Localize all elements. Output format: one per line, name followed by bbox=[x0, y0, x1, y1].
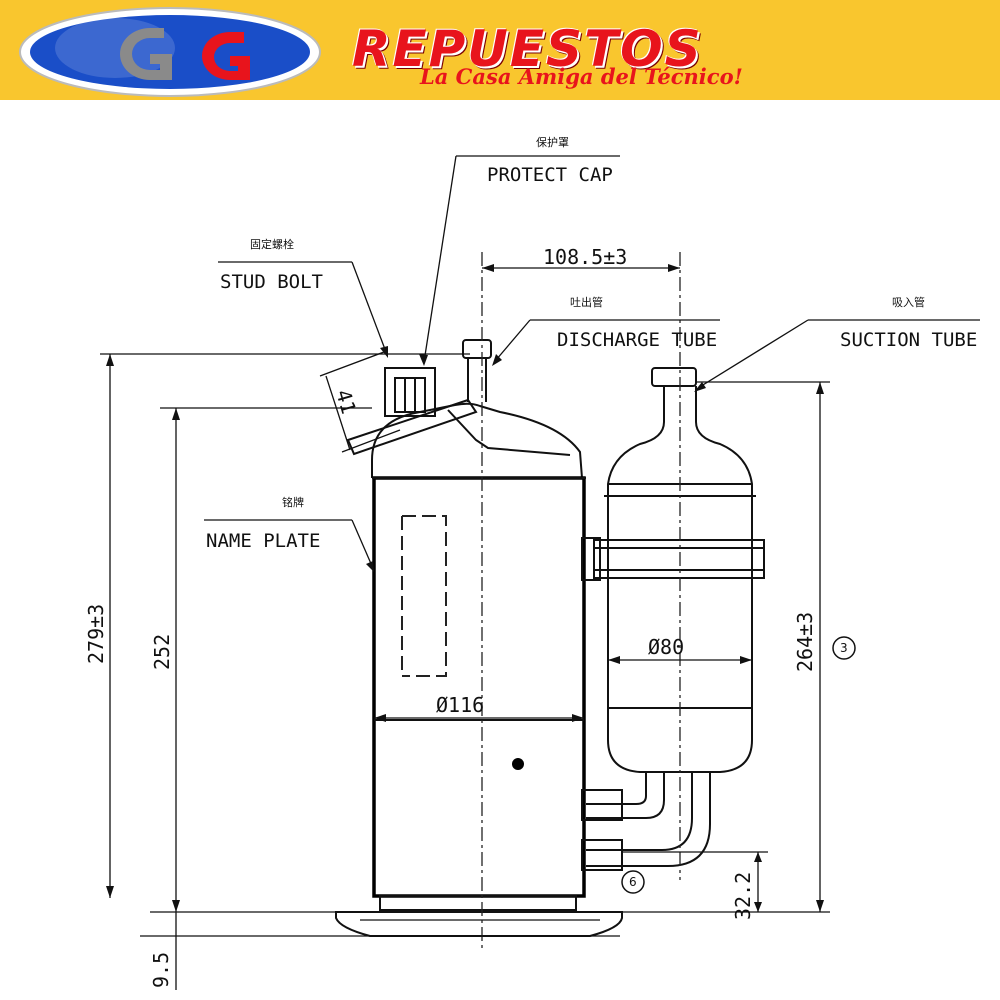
callout-six: 6 bbox=[621, 870, 645, 894]
discharge-tube-cn: 吐出管 bbox=[570, 295, 603, 309]
label-discharge-tube: 吐出管 DISCHARGE TUBE bbox=[492, 295, 720, 366]
compressor-drawing: 108.5±3 279±3 252 9.5 41 Ø116 Ø80 bbox=[84, 135, 980, 990]
callout-three: 3 bbox=[832, 636, 856, 660]
name-plate-en: NAME PLATE bbox=[206, 530, 320, 552]
name-plate-cn: 铭牌 bbox=[282, 495, 304, 509]
compressor-shell bbox=[335, 402, 623, 937]
discharge-tube-en: DISCHARGE TUBE bbox=[557, 329, 717, 351]
dim-base-height-label: 9.5 bbox=[149, 952, 173, 988]
dim-body-height-label: 252 bbox=[150, 634, 174, 670]
marker-dot bbox=[512, 758, 524, 770]
dim-width-offset: 108.5±3 bbox=[482, 245, 680, 272]
dim-body-diameter: Ø116 bbox=[374, 693, 584, 722]
stud-bolt-en: STUD BOLT bbox=[220, 271, 323, 293]
name-plate-outline bbox=[401, 515, 447, 677]
dim-width-offset-label: 108.5±3 bbox=[543, 245, 627, 269]
dim-suction-height-label: 264±3 bbox=[793, 612, 817, 672]
label-protect-cap: 保护罩 PROTECT CAP bbox=[419, 135, 620, 366]
protect-cap-en: PROTECT CAP bbox=[487, 164, 613, 186]
terminal-cover bbox=[346, 367, 478, 456]
suction-tube-en: SUCTION TUBE bbox=[840, 329, 977, 351]
dim-body-diameter-label: Ø116 bbox=[436, 693, 484, 717]
dim-pipe-height: 32.2 bbox=[622, 851, 768, 920]
dim-body-height: 252 bbox=[150, 407, 372, 912]
brand-banner: REPUESTOS La Casa Amiga del Técnico! bbox=[0, 0, 1000, 100]
dim-accumulator-diameter: Ø80 bbox=[608, 635, 752, 664]
dim-pipe-height-label: 32.2 bbox=[731, 872, 755, 920]
dim-accumulator-diameter-label: Ø80 bbox=[648, 635, 684, 659]
callout-six-label: 6 bbox=[629, 875, 637, 889]
dim-suction-height: 264±3 bbox=[622, 381, 830, 913]
callout-three-label: 3 bbox=[840, 641, 848, 655]
discharge-tube-pipe bbox=[462, 339, 492, 402]
suction-tube-cn: 吸入管 bbox=[892, 295, 925, 309]
brand-tagline: La Casa Amiga del Técnico! bbox=[420, 64, 743, 89]
dim-total-height-label: 279±3 bbox=[84, 604, 108, 664]
label-suction-tube: 吸入管 SUCTION TUBE bbox=[694, 295, 980, 392]
dim-terminal-label: 41 bbox=[331, 387, 361, 417]
protect-cap-cn: 保护罩 bbox=[536, 135, 569, 149]
label-stud-bolt: 固定螺栓 STUD BOLT bbox=[218, 237, 388, 358]
label-name-plate: 铭牌 NAME PLATE bbox=[204, 495, 374, 572]
stud-bolt-cn: 固定螺栓 bbox=[250, 237, 294, 251]
gg-logo bbox=[19, 7, 321, 97]
brand-name: REPUESTOS bbox=[352, 20, 703, 78]
accumulator bbox=[581, 367, 765, 871]
dim-total-height: 279±3 bbox=[84, 353, 470, 898]
